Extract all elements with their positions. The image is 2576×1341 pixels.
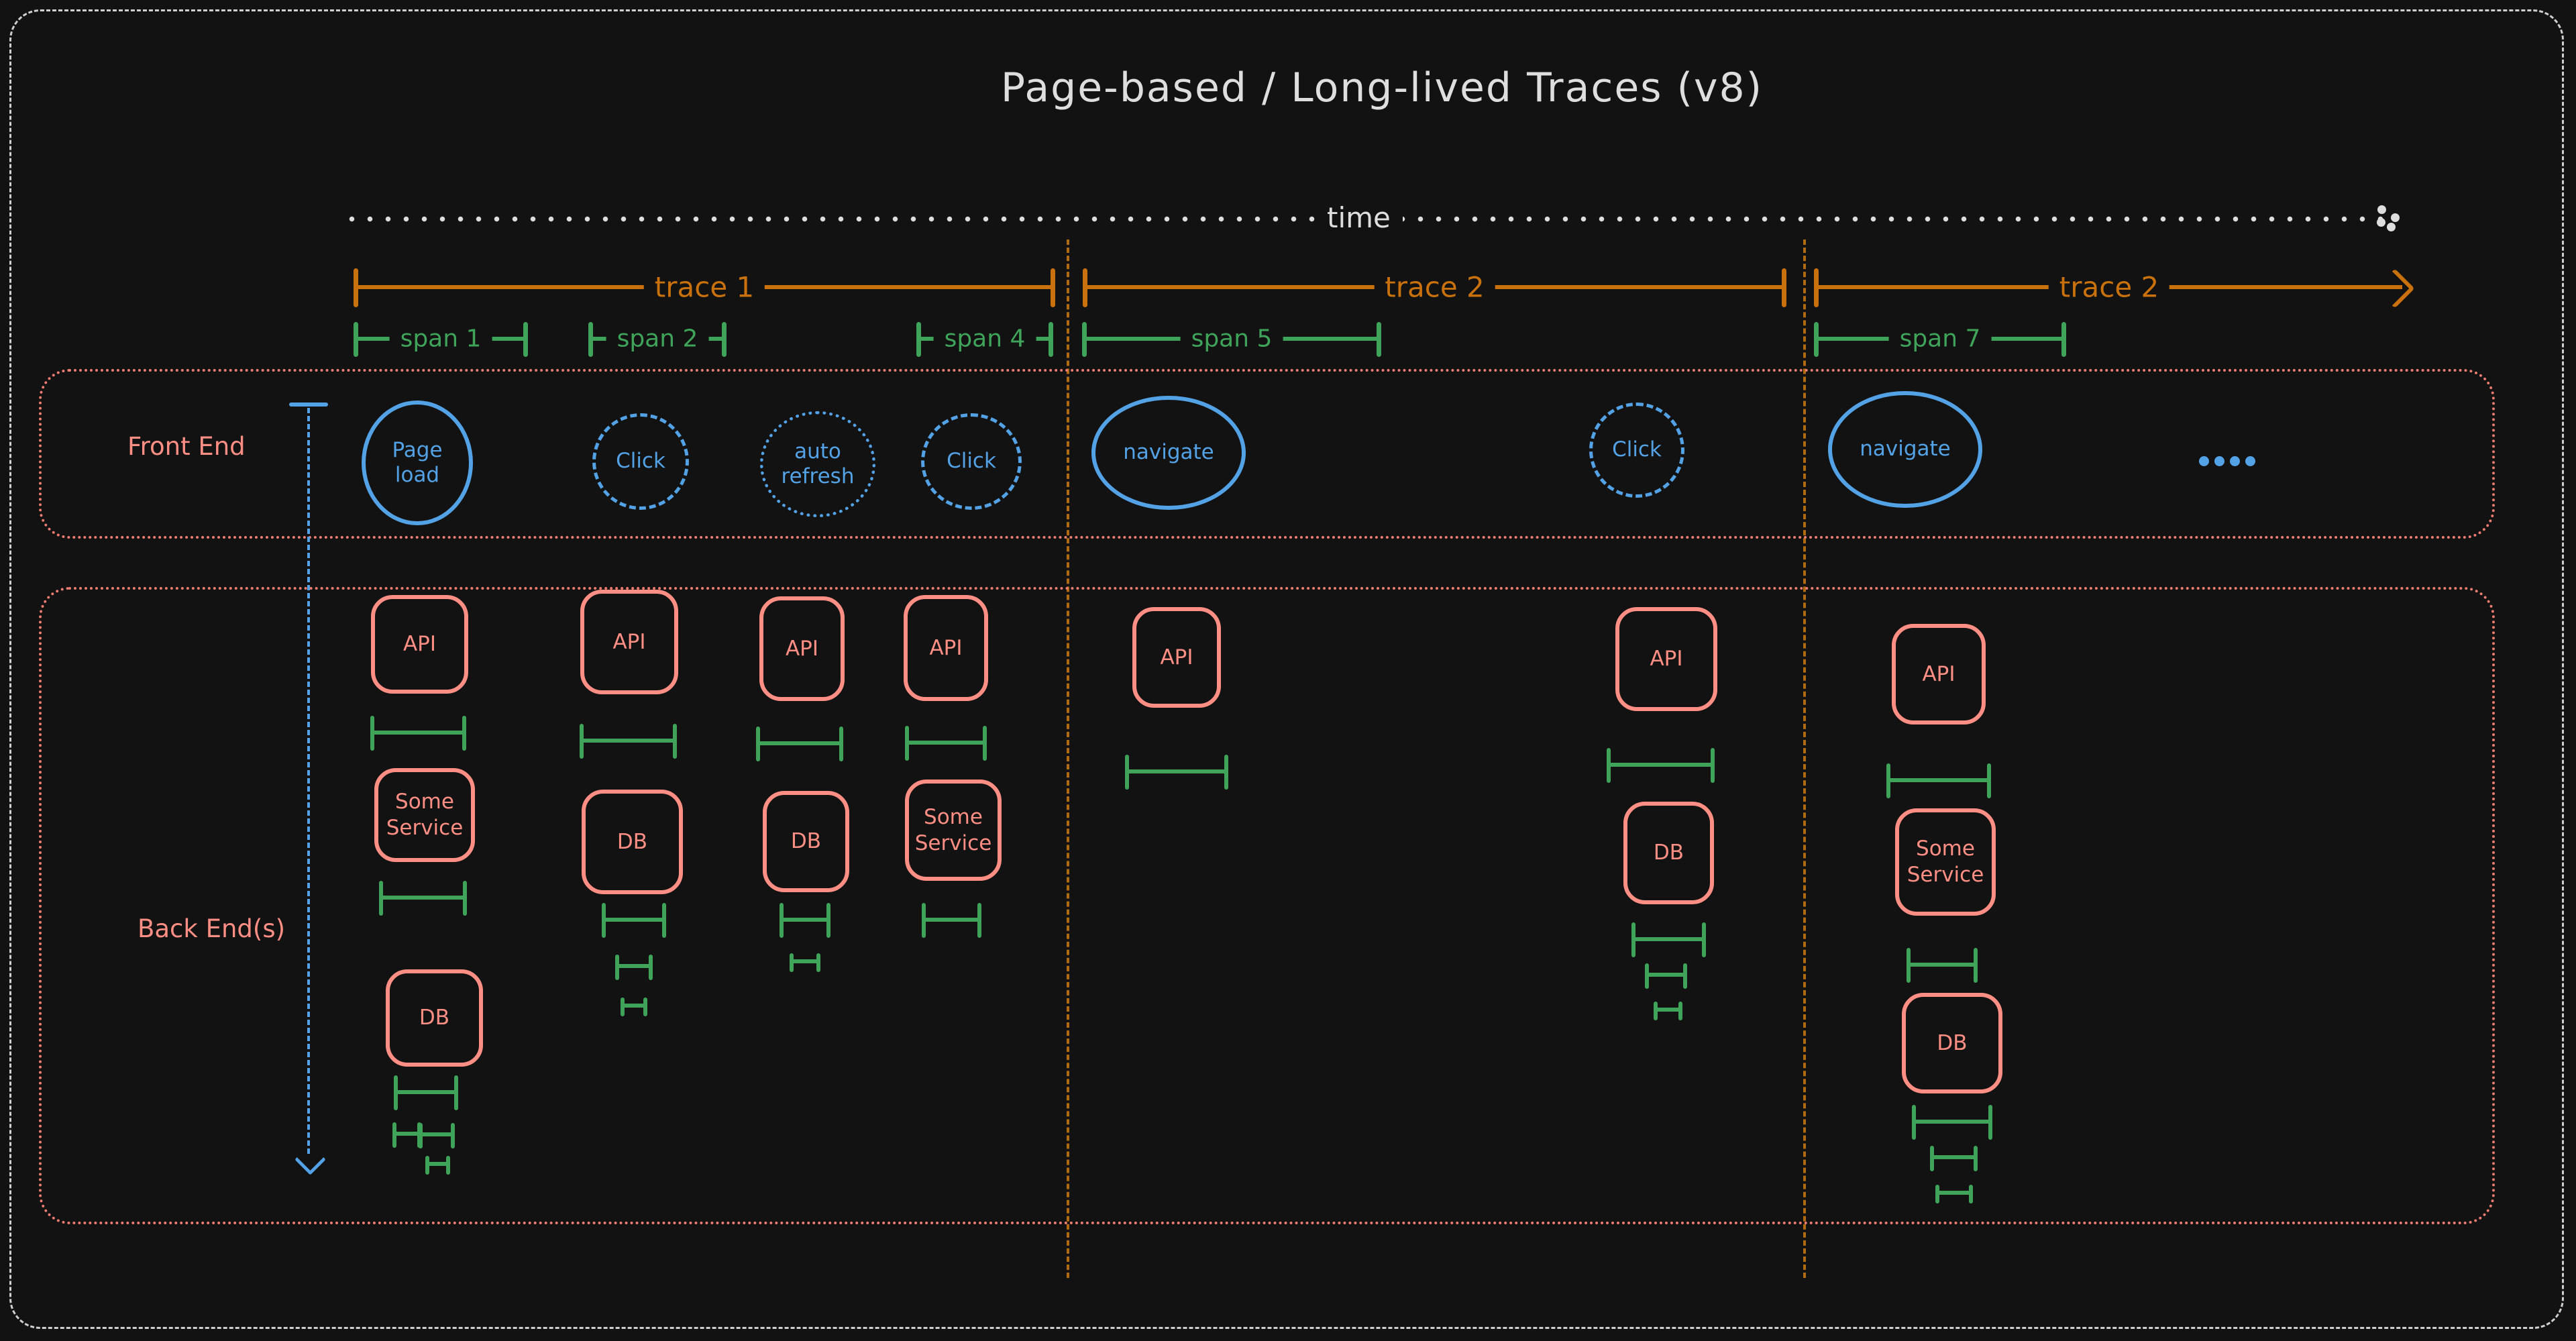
dot-icon <box>2230 456 2240 466</box>
span-beam <box>922 903 981 938</box>
span-beam <box>1935 1185 1973 1203</box>
trace-2-measure: trace 2 <box>1083 268 1786 307</box>
trace-boundary-line-1 <box>1067 239 1069 1278</box>
event-label: Click <box>947 449 996 474</box>
backend-node-db: DB <box>1623 802 1714 904</box>
span-beam <box>790 953 820 972</box>
canvas-border <box>9 9 2564 1329</box>
time-axis-label: time <box>1315 201 1403 234</box>
span-4-label: span 4 <box>933 325 1036 353</box>
frontend-event-navigate-2: navigate <box>1828 391 1982 508</box>
span-beam <box>1125 755 1228 790</box>
frontend-lane <box>39 369 2495 539</box>
span-beam <box>1631 922 1706 957</box>
span-beam <box>419 1123 455 1148</box>
span-2-label: span 2 <box>606 325 709 353</box>
backend-node-api: API <box>1615 607 1717 711</box>
backend-node-api: API <box>371 595 468 694</box>
ellipsis-dots <box>2199 456 2255 466</box>
frontend-label: Front End <box>127 432 246 461</box>
span-beam <box>615 955 653 980</box>
span-7-measure: span 7 <box>1814 322 2066 357</box>
backend-node-db: DB <box>582 790 683 894</box>
event-label: auto refresh <box>781 439 855 488</box>
span-beam <box>580 724 677 759</box>
trace-3-measure: trace 2 <box>1814 268 2415 309</box>
frontend-event-auto-refresh: auto refresh <box>760 411 875 517</box>
span-beam <box>1607 748 1715 783</box>
frontend-event-click-3: Click <box>1589 403 1684 498</box>
span-beam <box>1912 1105 1992 1140</box>
backend-node-api: API <box>759 596 845 701</box>
backend-label: Back End(s) <box>138 914 286 943</box>
dot-icon <box>2245 456 2255 466</box>
event-label: navigate <box>1860 437 1951 462</box>
frontend-event-click-1: Click <box>592 413 689 510</box>
time-axis-end-mark <box>2377 205 2386 214</box>
span-5-label: span 5 <box>1180 325 1283 353</box>
span-beam <box>394 1075 458 1110</box>
backend-node-api: API <box>1892 624 1986 725</box>
span-beam <box>1645 963 1687 989</box>
span-2-measure: span 2 <box>588 322 727 357</box>
span-beam <box>1930 1146 1978 1171</box>
span-beam <box>905 726 987 761</box>
span-beam <box>1654 1002 1682 1020</box>
trace-1-measure: trace 1 <box>354 268 1055 307</box>
backend-node-api: API <box>1132 607 1221 708</box>
span-beam <box>392 1122 421 1148</box>
progress-arrow-line <box>307 408 310 1154</box>
frontend-event-navigate-1: navigate <box>1091 396 1246 510</box>
span-4-measure: span 4 <box>916 322 1053 357</box>
trace-1-label: trace 1 <box>643 270 765 304</box>
span-beam <box>602 903 666 938</box>
event-label: navigate <box>1123 440 1214 465</box>
backend-node-db: DB <box>386 969 483 1067</box>
span-1-label: span 1 <box>389 325 492 353</box>
span-beam <box>756 727 843 761</box>
span-beam <box>1886 763 1991 798</box>
span-beam <box>370 716 466 751</box>
span-beam <box>379 881 467 916</box>
event-label: Click <box>1612 437 1662 462</box>
backend-node-api: API <box>580 590 678 694</box>
span-beam <box>780 903 830 938</box>
span-1-measure: span 1 <box>354 322 528 357</box>
span-beam <box>1907 948 1978 983</box>
backend-node-some-service: Some Service <box>905 780 1002 881</box>
span-7-label: span 7 <box>1888 325 1992 353</box>
span-beam <box>621 998 647 1016</box>
backend-node-db: DB <box>1902 993 2002 1093</box>
dot-icon <box>2199 456 2209 466</box>
frontend-event-page-load: Page load <box>362 400 473 525</box>
event-label: Click <box>616 449 665 474</box>
backend-node-db: DB <box>763 791 849 892</box>
backend-lane <box>39 587 2495 1224</box>
event-label: Page load <box>392 437 443 487</box>
backend-node-some-service: Some Service <box>1895 808 1996 916</box>
span-5-measure: span 5 <box>1082 322 1381 357</box>
trace-boundary-line-2 <box>1803 239 1806 1278</box>
trace-3-label: trace 2 <box>2048 270 2170 304</box>
backend-node-some-service: Some Service <box>374 768 475 862</box>
page-title: Page-based / Long-lived Traces (v8) <box>1000 64 1764 111</box>
trace-2-label: trace 2 <box>1374 270 1495 304</box>
progress-arrow-cap <box>289 403 328 407</box>
dot-icon <box>2214 456 2224 466</box>
backend-node-api: API <box>904 595 988 701</box>
frontend-event-click-2: Click <box>921 413 1022 510</box>
span-beam <box>425 1156 450 1175</box>
